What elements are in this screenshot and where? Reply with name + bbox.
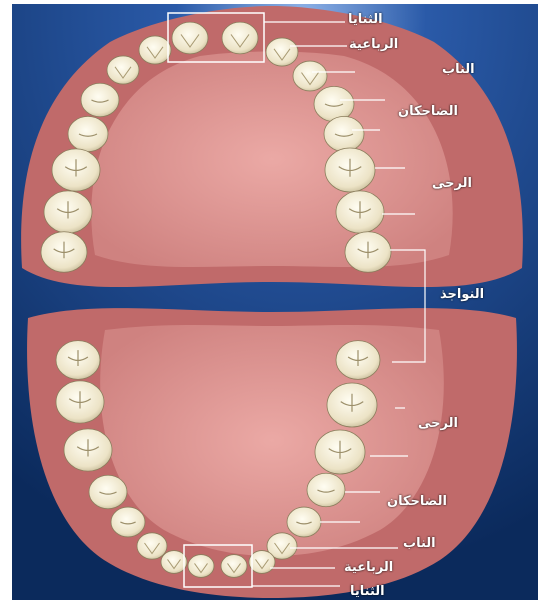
upper-canine-label: الناب — [442, 62, 475, 77]
upper-tooth-molar2-right — [336, 191, 384, 233]
upper-tooth-canine-right — [293, 61, 327, 91]
lower-tooth-central-left — [188, 555, 214, 578]
lower-tooth-premolar1-right — [287, 507, 321, 537]
upper-tooth-molar2-left — [44, 191, 92, 233]
upper-tooth-lateral-right — [266, 38, 298, 66]
lower-tooth-lateral-right — [249, 551, 275, 574]
lower-tooth-premolar2-left — [89, 475, 127, 508]
upper-molars-label: الرحى — [432, 176, 472, 191]
wisdom-teeth-label: النواجذ — [440, 287, 484, 302]
lower-lateral-incisors-label: الرباعية — [344, 560, 393, 575]
lower-molars-label: الرحى — [418, 416, 458, 431]
lower-tooth-molar2-left — [56, 381, 104, 423]
upper-tooth-lateral-left — [139, 36, 171, 64]
lower-tooth-premolar2-right — [307, 473, 345, 506]
upper-central-incisors-label: الثنايا — [348, 12, 383, 27]
lower-tooth-molar2-right — [327, 383, 377, 427]
lower-premolars-label: الضاحكان — [387, 494, 447, 509]
upper-tooth-canine-left — [107, 56, 139, 84]
upper-tooth-premolar1-left — [81, 83, 119, 116]
lower-central-incisors-label: الثنايا — [350, 584, 385, 599]
lower-tooth-molar1-right — [315, 430, 365, 474]
lower-tooth-molar1-left — [64, 429, 112, 471]
lower-tooth-central-right — [221, 555, 247, 578]
upper-tooth-premolar2-right — [324, 116, 364, 151]
upper-tooth-molar1-right — [325, 148, 375, 192]
upper-palate — [91, 52, 452, 268]
upper-tooth-molar3-left — [41, 232, 87, 272]
lower-tooth-premolar1-left — [111, 507, 145, 537]
upper-tooth-central-right — [222, 22, 258, 54]
upper-premolars-label: الضاحكان — [398, 104, 458, 119]
upper-tooth-central-left — [172, 22, 208, 54]
upper-tooth-molar3-right — [345, 232, 391, 272]
lower-tooth-molar3-right — [336, 341, 380, 380]
lower-canine-label: الناب — [403, 536, 436, 551]
lower-tooth-canine-left — [137, 533, 167, 559]
upper-tooth-molar1-left — [52, 149, 100, 191]
upper-lateral-incisors-label: الرباعية — [349, 37, 398, 52]
lower-tooth-molar3-left — [56, 341, 100, 380]
lower-tooth-lateral-left — [161, 551, 187, 574]
upper-tooth-premolar2-left — [68, 116, 108, 151]
